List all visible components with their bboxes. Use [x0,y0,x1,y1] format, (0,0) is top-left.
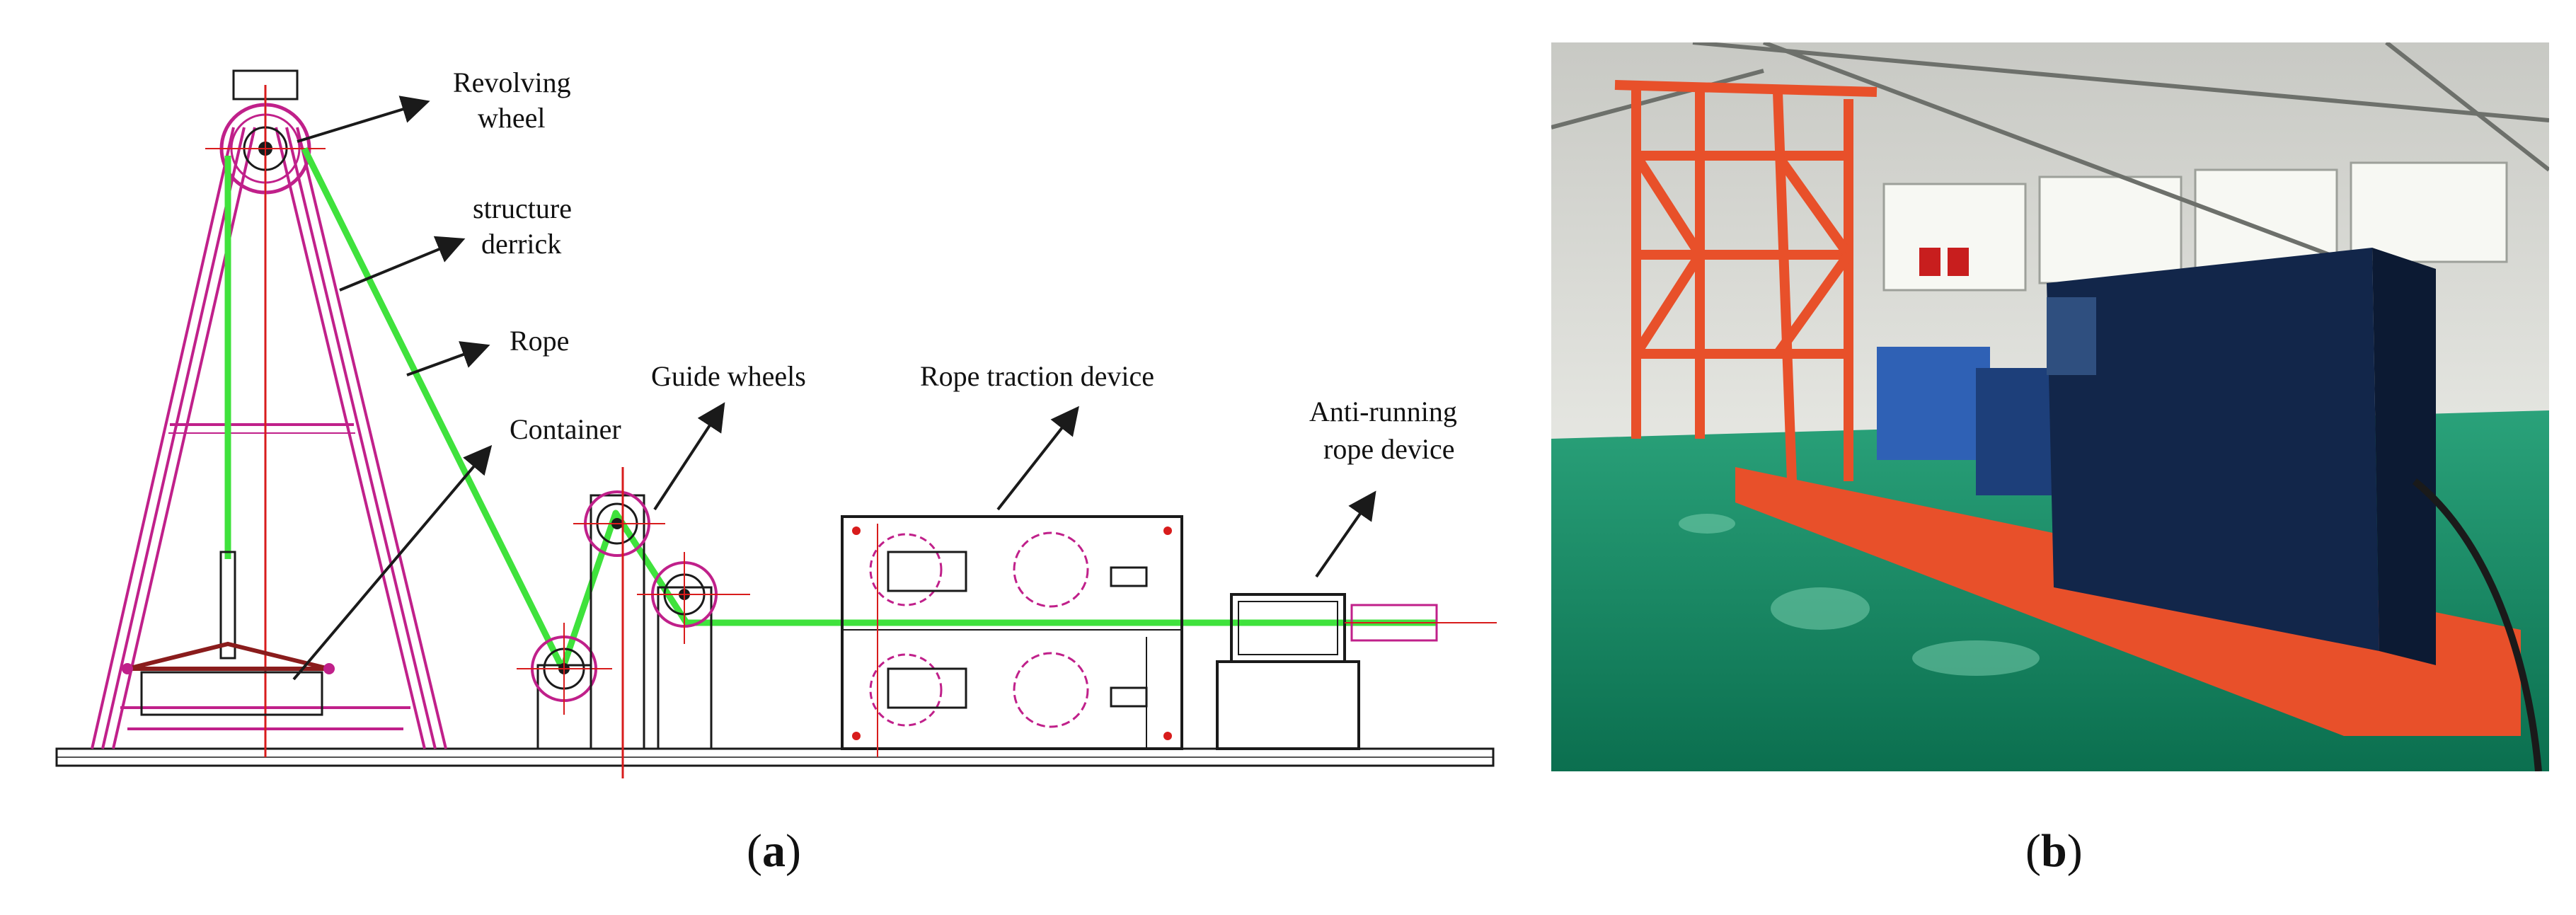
photo-orange-derrick [1614,80,1878,482]
photo-floor-reflections [1679,514,2040,676]
label-anti-running-2: rope device [1323,433,1454,465]
caption-panel-b: (b) [2025,825,2083,877]
label-rope: Rope [510,325,569,357]
photo-roof-trusses [1551,42,2549,257]
container [122,551,335,716]
photo-cable [2412,478,2542,771]
photo-blue-machinery [1877,248,2436,665]
label-anti-running-1: Anti-running [1309,396,1457,427]
anti-running-rope-device [1216,593,1497,750]
photo-wall-signage [1919,248,1969,276]
label-revolving-wheel-1: Revolving [453,67,571,98]
rope-traction-device [841,515,1183,757]
test-rig-photo [1551,42,2549,771]
guide-wheel-mid [637,552,750,750]
derrick-frame [91,69,447,749]
base-beam [55,747,1495,767]
label-structure-derrick-1: structure [473,192,572,224]
label-structure-derrick-2: derrick [481,228,561,260]
label-guide-wheels: Guide wheels [651,360,806,392]
leader-arrows [292,96,1376,681]
photo-windows [1882,161,2508,292]
schematic-diagram: Revolving wheel structure derrick Rope C… [55,67,1497,778]
label-revolving-wheel-2: wheel [478,102,546,134]
guide-wheel-left [517,623,612,750]
label-container: Container [510,413,621,445]
caption-panel-a: (a) [747,825,801,877]
label-rope-traction-device: Rope traction device [920,360,1154,392]
revolving-wheel [205,92,326,205]
guide-wheel-top [573,467,665,778]
